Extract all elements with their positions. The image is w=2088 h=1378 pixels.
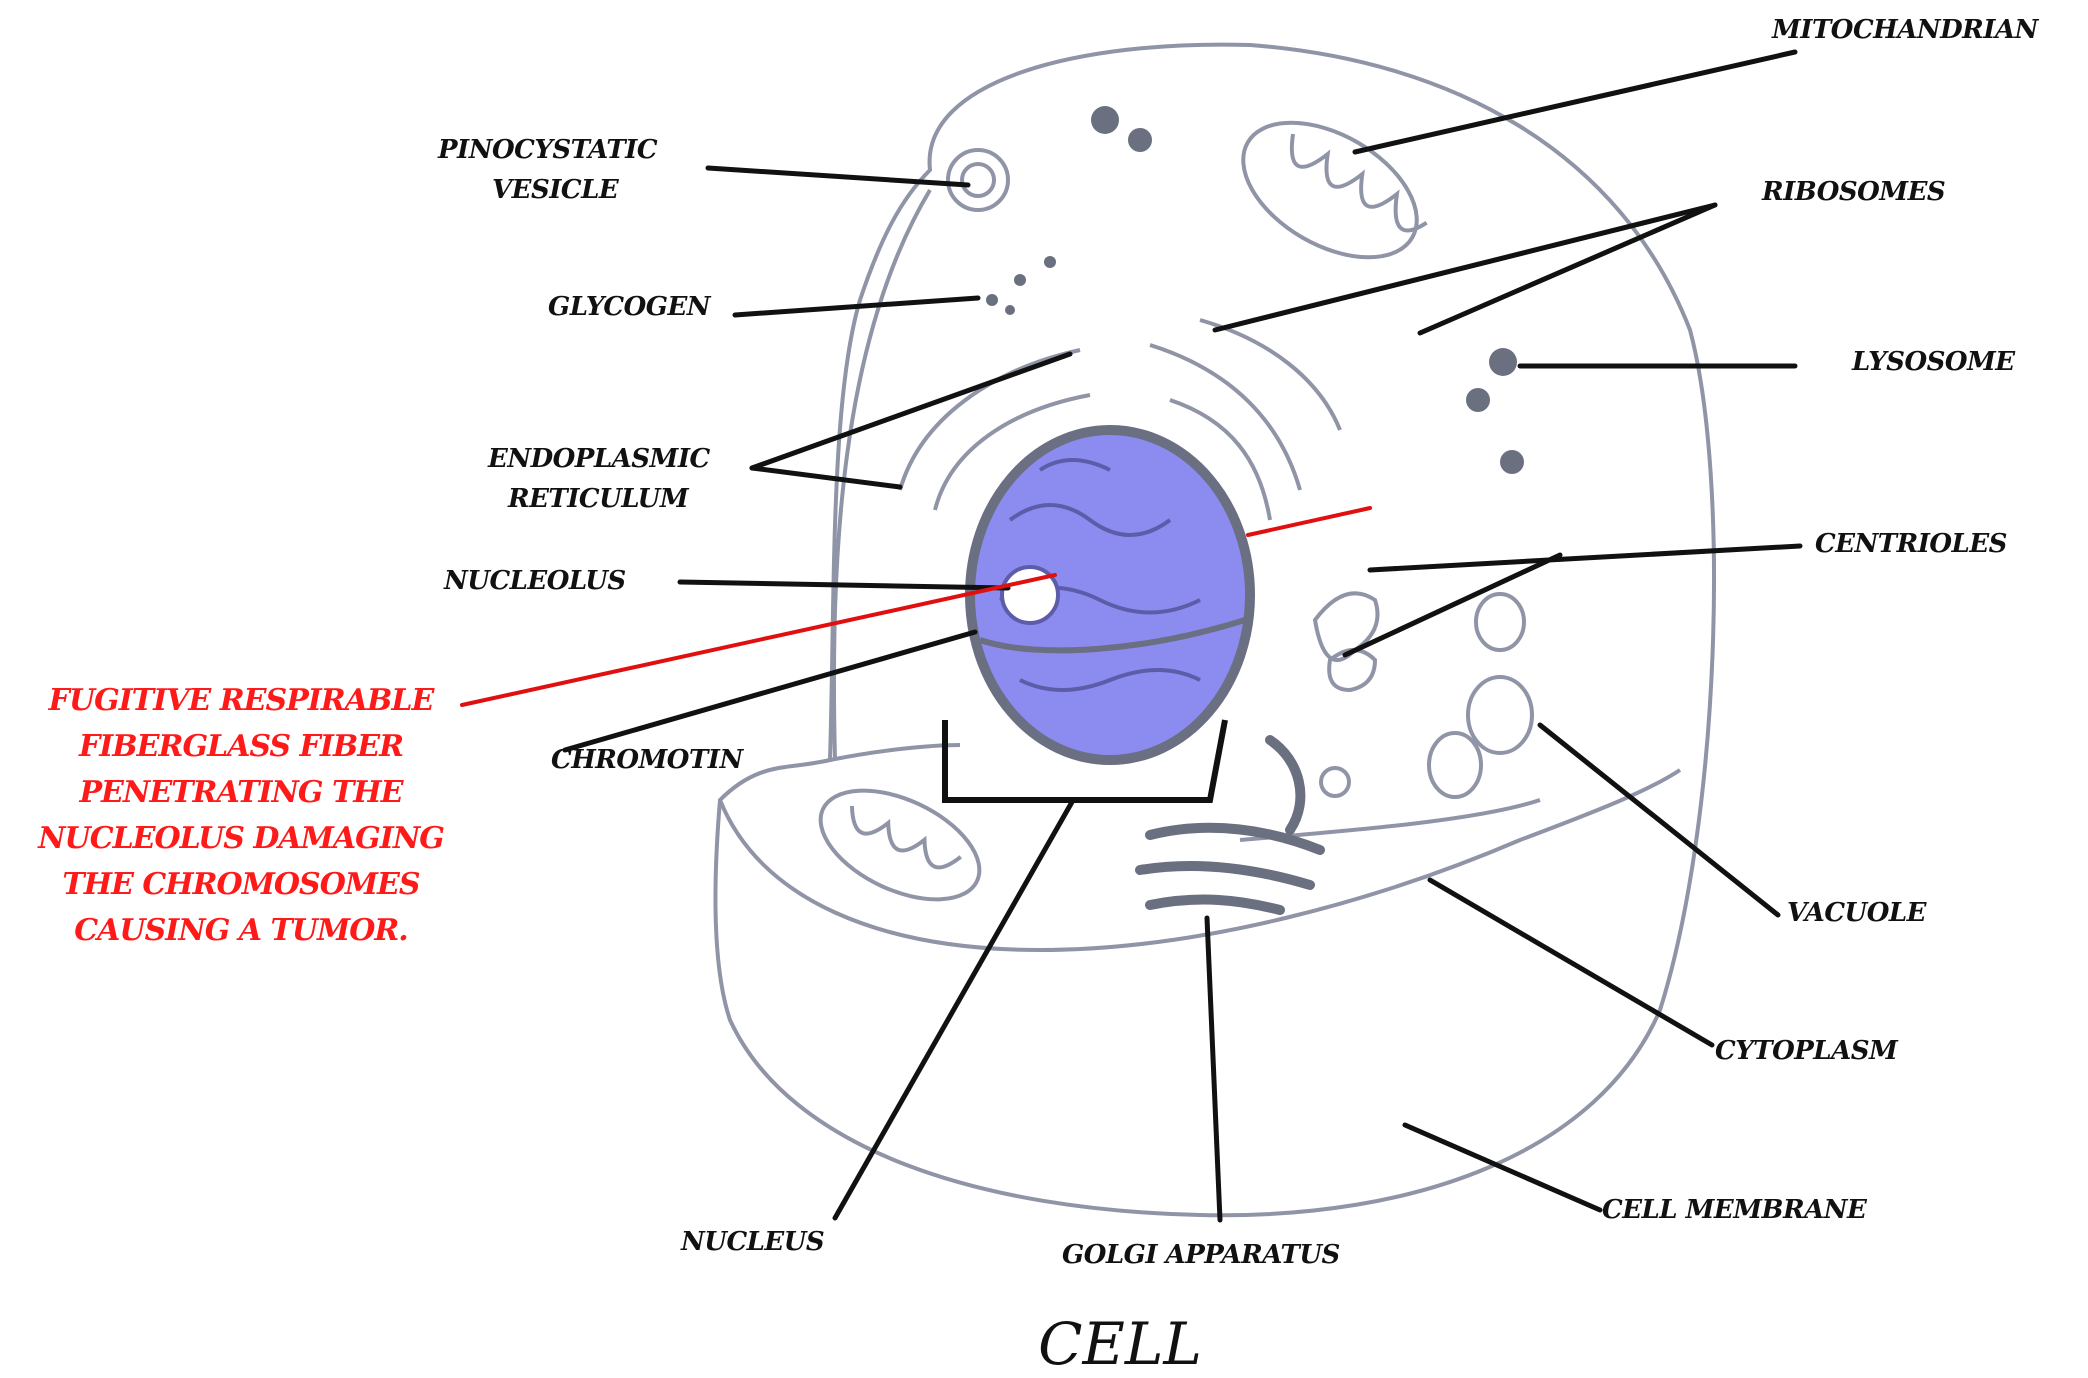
mitochondrion-bottom: [804, 768, 996, 921]
golgi-stack: [1140, 866, 1310, 885]
label-cytoplasm: CYTOPLASM: [1715, 1031, 1897, 1071]
label-endoplasmic-line2: RETICULUM: [508, 479, 688, 519]
pointer-centrioles-a: [1370, 546, 1800, 570]
label-nucleolus: NUCLEOLUS: [444, 561, 626, 601]
warning-line: CAUSING A TUMOR.: [6, 908, 476, 954]
pointer-nucleus: [835, 802, 1072, 1218]
vacuole: [1429, 733, 1481, 797]
label-pinocystatic-line2: VESICLE: [492, 170, 618, 210]
warning-line: FUGITIVE RESPIRABLE: [6, 678, 476, 724]
warning-line: THE CHROMOSOMES: [6, 862, 476, 908]
cell-cutaway-edge: [834, 190, 930, 760]
diagram-caption: CELL: [1020, 1310, 1220, 1378]
er-membrane: [1200, 320, 1340, 430]
label-cell-membrane: CELL MEMBRANE: [1602, 1190, 1866, 1230]
label-ribosomes: RIBOSOMES: [1762, 172, 1945, 212]
vacuole: [1468, 677, 1532, 753]
vacuole: [1476, 594, 1524, 650]
label-lysosome: LYSOSOME: [1852, 342, 2015, 382]
pointer-golgi: [1207, 918, 1220, 1220]
fiberglass-warning-note: FUGITIVE RESPIRABLE FIBERGLASS FIBER PEN…: [6, 678, 476, 954]
pinocytotic-vesicle: [948, 150, 1008, 210]
mitochondrion-top: [1220, 95, 1440, 285]
lysosome-granule: [1489, 348, 1517, 376]
dark-granule: [1128, 128, 1152, 152]
warning-line: PENETRATING THE: [6, 770, 476, 816]
slice-top-edge: [830, 745, 960, 760]
label-mitochondrian: MITOCHANDRIAN: [1772, 10, 2038, 50]
glycogen-granule: [1044, 256, 1056, 268]
golgi-vesicle: [1321, 768, 1349, 796]
warning-line: NUCLEOLUS DAMAGING: [6, 816, 476, 862]
pointer-mitochondrian: [1355, 52, 1795, 152]
label-centrioles: CENTRIOLES: [1815, 524, 2007, 564]
pointer-er-a: [752, 354, 1070, 468]
golgi-stack: [1270, 740, 1300, 830]
label-vacuole: VACUOLE: [1787, 893, 1926, 933]
glycogen-granule: [1005, 305, 1015, 315]
pointer-cytoplasm: [1430, 880, 1712, 1045]
label-golgi-apparatus: GOLGI APPARATUS: [1062, 1235, 1340, 1275]
warning-line: FIBERGLASS FIBER: [6, 724, 476, 770]
centriole: [1329, 650, 1375, 690]
label-nucleus: NUCLEUS: [681, 1222, 824, 1262]
dark-granule: [1091, 106, 1119, 134]
lysosome-granule: [1466, 388, 1490, 412]
pointer-er-b: [752, 468, 900, 487]
pinocytotic-vesicle-inner: [962, 164, 994, 196]
pointer-nucleolus: [680, 582, 1008, 588]
label-chromotin: CHROMOTIN: [551, 740, 743, 780]
lysosome-granule: [1500, 450, 1524, 474]
label-pinocystatic-line1: PINOCYSTATIC: [438, 130, 657, 170]
glycogen-granule: [1014, 274, 1026, 286]
golgi-stack: [1150, 900, 1280, 910]
fiberglass-fiber-entry: [1248, 508, 1370, 535]
label-endoplasmic-line1: ENDOPLASMIC: [488, 439, 710, 479]
label-glycogen: GLYCOGEN: [548, 287, 710, 327]
pointer-chromotin: [565, 632, 975, 750]
glycogen-granule: [986, 294, 998, 306]
pointer-cell-membrane: [1405, 1125, 1600, 1210]
